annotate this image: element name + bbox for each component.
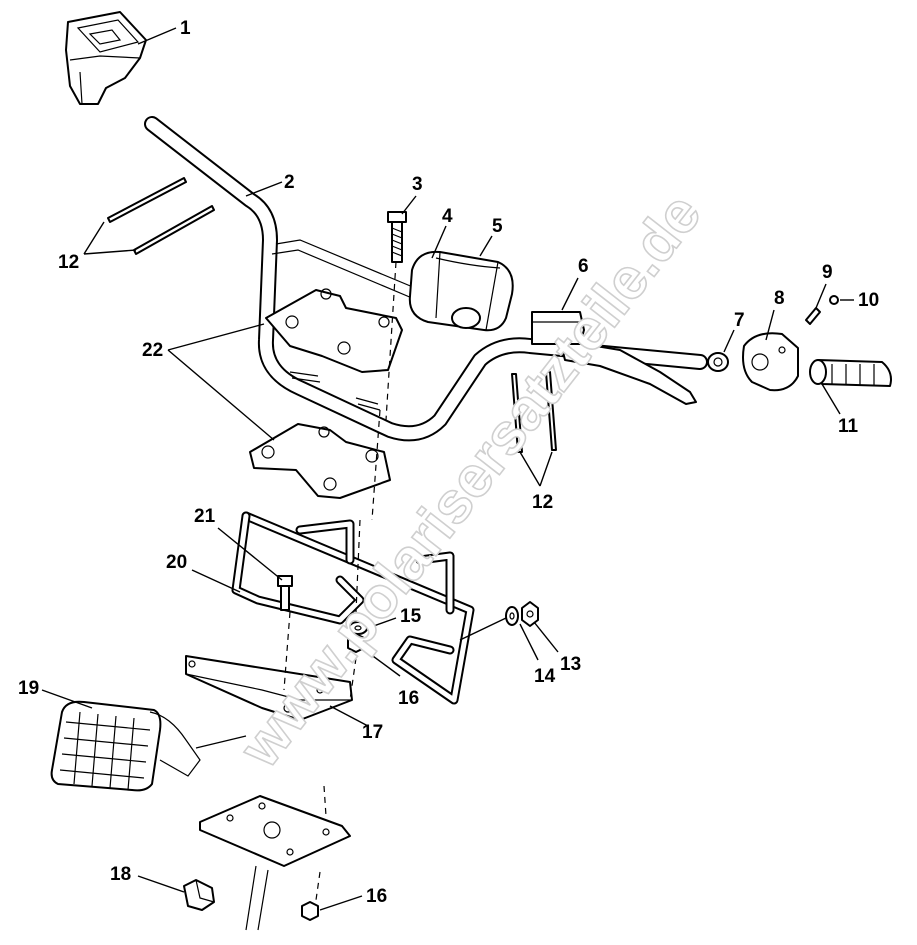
callout-14: 14 (534, 666, 556, 687)
callout-13: 13 (560, 654, 581, 675)
bolt-part (387, 211, 407, 263)
callout-6: 6 (578, 256, 589, 277)
headlight-part (50, 700, 247, 792)
callout-1: 1 (180, 18, 191, 39)
crossbar-pad-part (408, 250, 514, 332)
screw-part (805, 307, 821, 325)
callout-20: 20 (166, 552, 187, 573)
callout-labels: 1 2 3 4 5 6 7 8 9 10 11 12 12 13 14 15 1… (18, 18, 879, 907)
callout-3: 3 (412, 174, 423, 195)
mounting-plate-part (199, 795, 351, 931)
nut-16-upper-part (347, 633, 365, 653)
frame-bolt-part (277, 575, 293, 611)
assembly-guides (283, 261, 397, 901)
callout-16-upper: 16 (398, 688, 419, 709)
callout-17: 17 (362, 722, 383, 743)
callout-18: 18 (110, 864, 131, 885)
cable-tie-part (107, 177, 557, 453)
light-frame-part (231, 511, 475, 705)
handlebar-cover-part (65, 11, 147, 105)
callout-16-lower: 16 (366, 886, 387, 907)
callout-8: 8 (774, 288, 785, 309)
callout-5: 5 (492, 216, 503, 237)
callout-12-left: 12 (58, 252, 79, 273)
screw-cap-part (829, 295, 839, 305)
bushing-part (707, 352, 729, 372)
washer-14-part (505, 606, 519, 626)
callout-7: 7 (734, 310, 745, 331)
handlebar-part (144, 116, 708, 442)
nut-13-part (521, 601, 539, 627)
mounting-bracket-part (185, 655, 353, 721)
callout-10: 10 (858, 290, 879, 311)
callout-15: 15 (400, 606, 422, 627)
callout-12-right: 12 (532, 492, 553, 513)
leader-lines (41, 27, 854, 911)
callout-4: 4 (442, 206, 453, 227)
nut-16-lower-part (301, 901, 319, 921)
clamp-lower-part (249, 423, 391, 499)
callout-19: 19 (18, 678, 39, 699)
clamp-upper-part (265, 288, 403, 373)
callout-22: 22 (142, 340, 163, 361)
grip-part (809, 359, 892, 387)
callout-21: 21 (194, 506, 216, 527)
callout-11: 11 (838, 416, 859, 437)
clip-part (183, 879, 215, 911)
callout-9: 9 (822, 262, 833, 283)
master-cylinder-part (531, 311, 585, 345)
throttle-housing-part (742, 332, 799, 392)
callout-2: 2 (284, 172, 295, 193)
